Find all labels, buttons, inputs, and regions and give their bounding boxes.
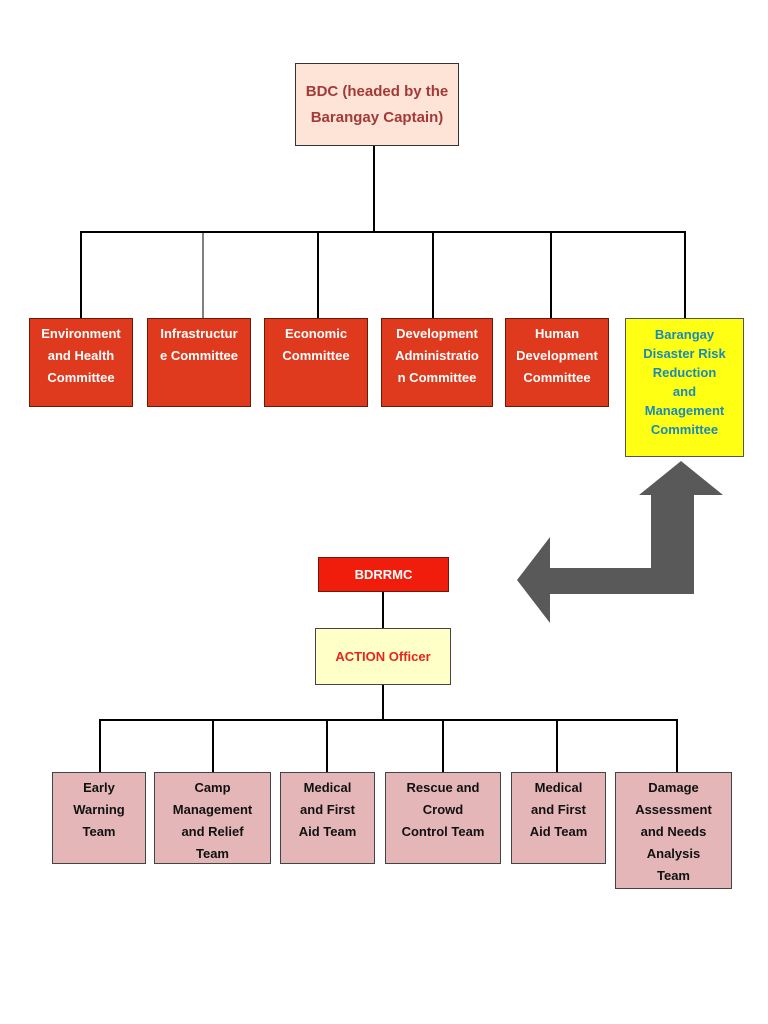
- committee-human-development: Human Development Committee: [505, 318, 609, 407]
- action-officer-node: ACTION Officer: [315, 628, 451, 685]
- bdrrmc-node: BDRRMC: [318, 557, 449, 592]
- team-early-warning: Early Warning Team: [52, 772, 146, 864]
- team-medical-first-aid-1: Medical and First Aid Team: [280, 772, 375, 864]
- bdc-root-node: BDC (headed by the Barangay Captain): [295, 63, 459, 146]
- committee-bdrrm: Barangay Disaster Risk Reduction and Man…: [625, 318, 744, 457]
- team-camp-management-relief: Camp Management and Relief Team: [154, 772, 271, 864]
- committee-environment-health: Environment and Health Committee: [29, 318, 133, 407]
- committee-development-administration: Development Administratio n Committee: [381, 318, 493, 407]
- team-rescue-crowd-control: Rescue and Crowd Control Team: [385, 772, 501, 864]
- team-damage-assessment-needs-analysis: Damage Assessment and Needs Analysis Tea…: [615, 772, 732, 889]
- committee-economic: Economic Committee: [264, 318, 368, 407]
- team-medical-first-aid-2: Medical and First Aid Team: [511, 772, 606, 864]
- bent-arrow-icon: [517, 461, 723, 623]
- committee-infrastructure: Infrastructur e Committee: [147, 318, 251, 407]
